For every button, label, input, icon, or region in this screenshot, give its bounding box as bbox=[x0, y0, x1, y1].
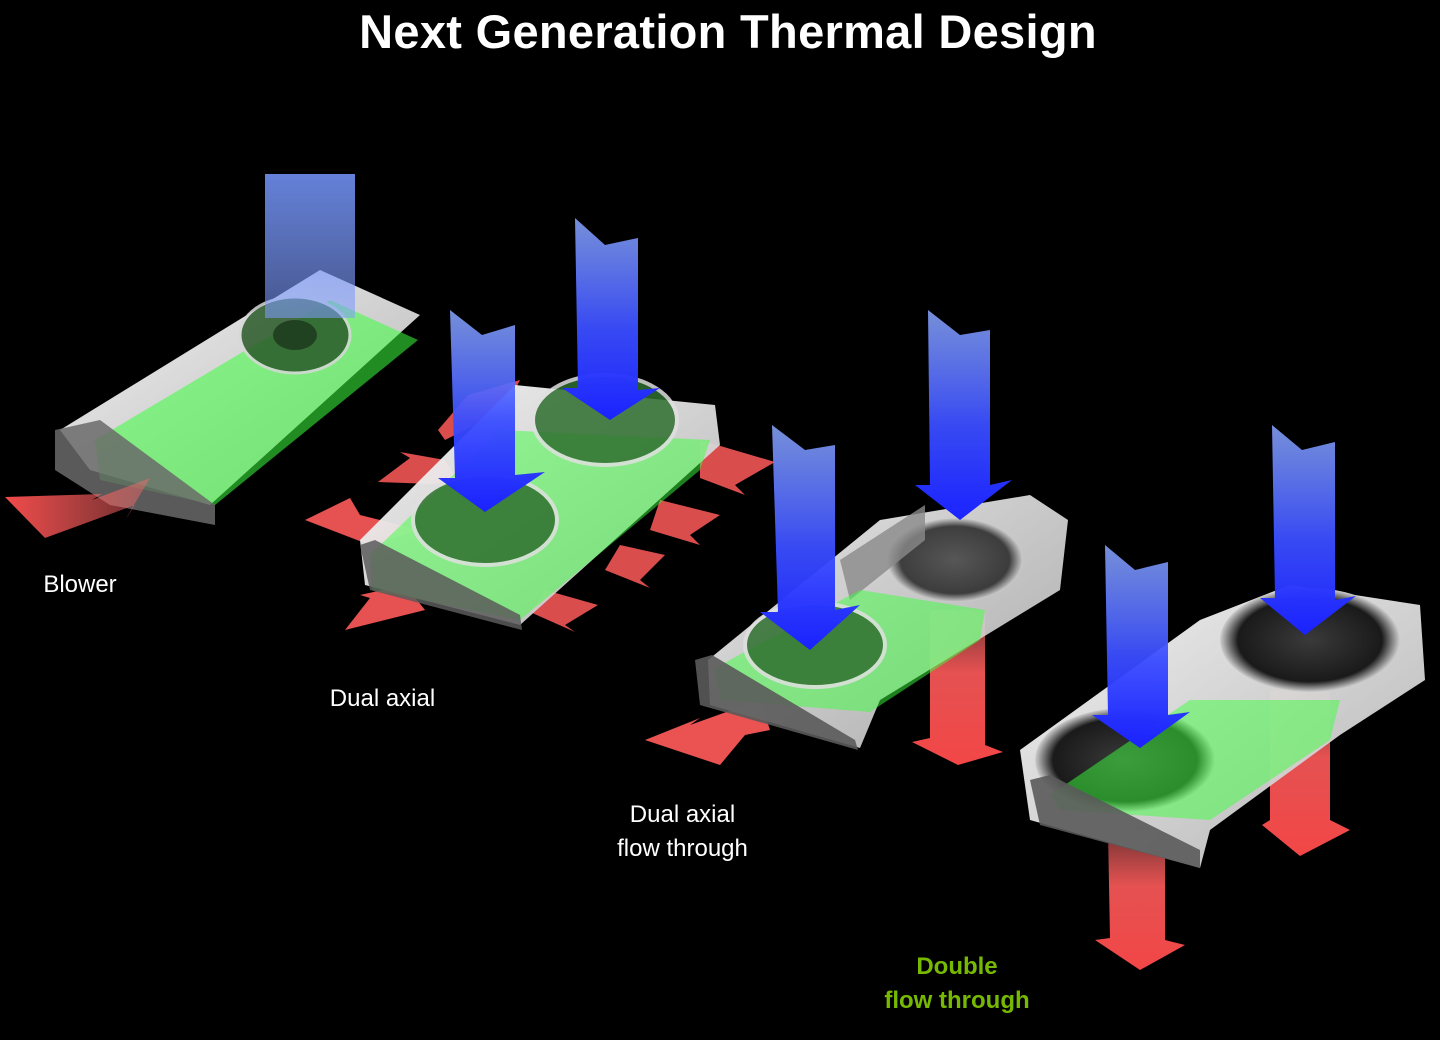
double-flow-card bbox=[1020, 425, 1425, 970]
blower-card bbox=[5, 174, 420, 538]
dual-exhaust-arrow-7 bbox=[605, 545, 665, 588]
dualflow-exhaust-left bbox=[645, 700, 770, 765]
double-fan-rear-icon bbox=[1220, 588, 1400, 692]
double-intake-arrow-2 bbox=[1260, 425, 1356, 635]
dualflow-heatsink bbox=[840, 505, 925, 600]
dual-intake-arrow-1 bbox=[438, 310, 545, 512]
label-double-flow-through-line-1: Double bbox=[916, 953, 998, 980]
label-dual-axial-flow-through: Dual axial flow through bbox=[590, 798, 775, 866]
label-blower-line-1: Blower bbox=[43, 571, 117, 598]
dualflow-intake-arrow-2 bbox=[915, 310, 1012, 520]
label-double-flow-through: Double flow through bbox=[862, 950, 1052, 1018]
page-title: Next Generation Thermal Design bbox=[359, 5, 1097, 58]
label-dual-axial-line-1: Dual axial bbox=[329, 685, 436, 712]
double-io-bracket bbox=[1030, 775, 1200, 868]
dual-io-bracket bbox=[360, 540, 522, 630]
dualflow-intake-arrow-1 bbox=[760, 425, 860, 650]
blower-fan-hub bbox=[273, 320, 317, 350]
dual-intake-arrow-2 bbox=[562, 218, 660, 420]
double-intake-arrow-1 bbox=[1092, 545, 1190, 748]
dual-exhaust-arrow-6 bbox=[650, 500, 720, 545]
label-dual-axial: Dual axial bbox=[300, 682, 465, 716]
blower-io-bracket bbox=[55, 420, 215, 525]
dual-exhaust-arrow-5 bbox=[700, 440, 775, 495]
double-pcb bbox=[1050, 700, 1340, 820]
label-blower: Blower bbox=[20, 568, 140, 602]
dualflow-io-bracket bbox=[695, 655, 858, 750]
dual-flow-card bbox=[645, 310, 1068, 765]
label-dual-axial-flow-through-line-2: flow through bbox=[617, 835, 748, 862]
double-exhaust-down-1 bbox=[1095, 830, 1185, 970]
label-dual-axial-flow-through-line-1: Dual axial bbox=[629, 801, 736, 828]
blower-intake-arrow bbox=[265, 174, 355, 318]
label-double-flow-through-line-2: flow through bbox=[884, 987, 1030, 1014]
blower-exhaust-arrow bbox=[5, 478, 150, 538]
dual-axial-card bbox=[305, 218, 775, 632]
